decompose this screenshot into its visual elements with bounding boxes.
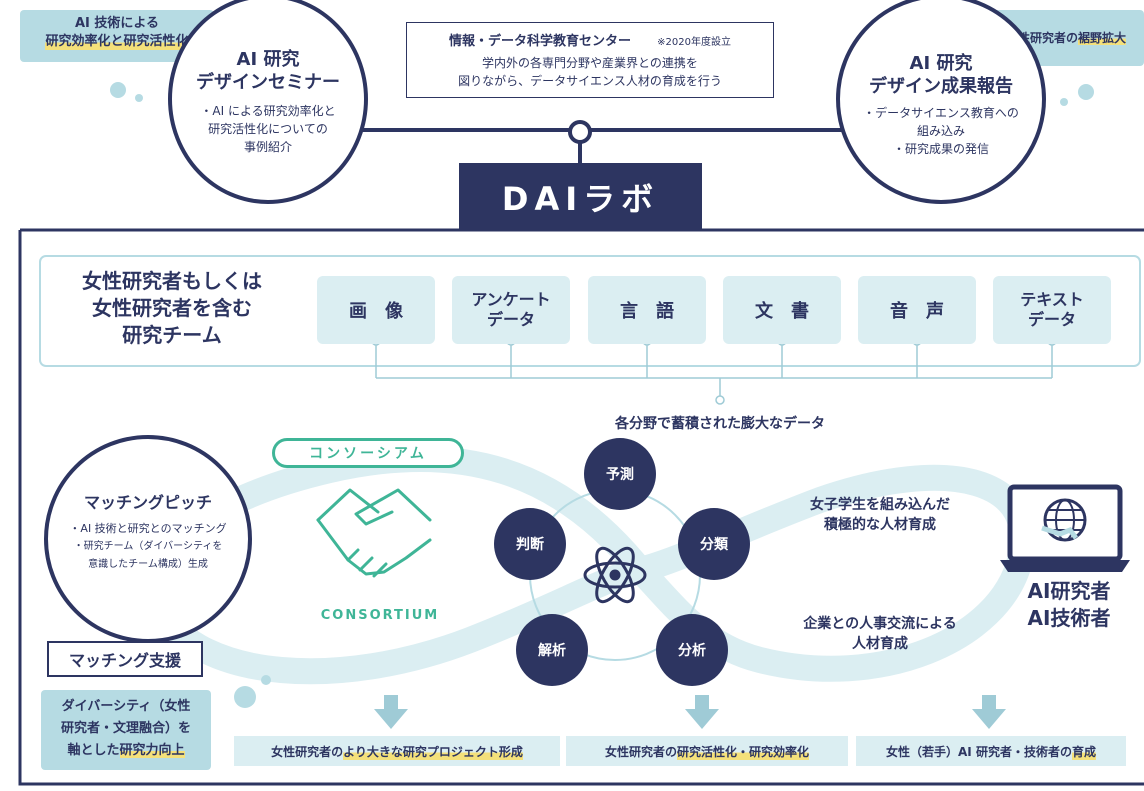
consortium-tag: コンソーシアム xyxy=(272,438,464,468)
laptop-globe-icon xyxy=(1000,484,1130,572)
center-box-line1: 学内外の各専門分野や産業界との連携を xyxy=(482,56,698,70)
consortium-logo-text: CONSORTIUM xyxy=(320,608,440,623)
matching-body-2: ・研究チーム（ダイバーシティを xyxy=(73,541,223,552)
diversity-line2: 研究者・文理融合）を xyxy=(60,721,191,736)
report-title-1: AI 研究 xyxy=(909,53,973,74)
category-text-data-label-2: データ xyxy=(1027,310,1076,329)
seminar-title-2: デザインセミナー xyxy=(196,72,340,93)
students-text: 女子学生を組み込んだ 積極的な人材育成 xyxy=(770,495,990,535)
report-body-2: 組み込み xyxy=(916,124,965,138)
node-analyze: 分析 xyxy=(656,614,728,686)
node-classify-label: 分類 xyxy=(700,537,728,553)
team-title: 女性研究者もしくは 女性研究者を含む 研究チーム xyxy=(52,268,292,349)
team-title-2: 女性研究者を含む xyxy=(92,296,252,320)
consortium-tag-label: コンソーシアム xyxy=(309,446,427,462)
diversity-line3-prefix: 軸とした xyxy=(67,743,120,758)
category-audio: 音 声 xyxy=(858,276,976,344)
atom-icon xyxy=(583,546,647,604)
data-label: 各分野で蓄積された膨大なデータ xyxy=(615,416,825,432)
matching-support-label: マッチング支援 xyxy=(68,651,181,670)
bubble-ai-efficiency-line1: AI 技術による xyxy=(74,16,160,31)
outcome-training-hl: 育成 xyxy=(1071,742,1096,760)
lab-banner: DAIラボ xyxy=(459,163,702,230)
researcher-label-2: AI技術者 xyxy=(1027,606,1111,630)
category-survey: アンケート データ xyxy=(452,276,570,344)
outcome-project-hl: より大きな研究プロジェクト形成 xyxy=(343,742,523,760)
outcome-activation: 女性研究者の研究活性化・研究効率化 xyxy=(566,736,848,766)
seminar-body-1: ・AI による研究効率化と xyxy=(200,104,336,118)
category-text-data-label-1: テキスト xyxy=(1020,290,1084,309)
node-predict: 予測 xyxy=(584,438,656,510)
outcome-training-pre: 女性（若手）AI 研究者・技術者の xyxy=(886,744,1072,759)
team-title-3: 研究チーム xyxy=(122,323,222,347)
report-body-3: ・研究成果の発信 xyxy=(892,142,989,156)
node-parse: 解析 xyxy=(516,614,588,686)
exchange-text-2: 人材育成 xyxy=(852,636,908,652)
lab-name: DAIラボ xyxy=(501,179,660,218)
node-judge: 判断 xyxy=(494,508,566,580)
diversity-line1: ダイバーシティ（女性 xyxy=(61,699,191,714)
category-text-data: テキスト データ xyxy=(993,276,1111,344)
matching-support-box: マッチング支援 xyxy=(47,641,203,677)
center-box-line2: 図りながら、データサイエンス人材の育成を行う xyxy=(458,74,722,88)
category-document: 文 書 xyxy=(723,276,841,344)
node-analyze-label: 分析 xyxy=(678,643,706,659)
students-text-1: 女子学生を組み込んだ xyxy=(810,497,950,513)
node-parse-label: 解析 xyxy=(538,643,566,659)
diversity-bubble: ダイバーシティ（女性 研究者・文理融合）を 軸とした研究力向上 xyxy=(41,690,211,770)
students-text-2: 積極的な人材育成 xyxy=(824,517,936,533)
outcome-activation-pre: 女性研究者の xyxy=(604,744,677,759)
node-predict-label: 予測 xyxy=(606,467,634,483)
outcome-project: 女性研究者のより大きな研究プロジェクト形成 xyxy=(234,736,560,766)
center-box: 情報・データ科学教育センター ※2020年度設立 学内外の各専門分野や産業界との… xyxy=(406,22,774,98)
matching-body-1: ・AI 技術と研究とのマッチング xyxy=(69,522,227,535)
researcher-label: AI研究者 AI技術者 xyxy=(1004,578,1134,632)
handshake-icon xyxy=(316,488,432,578)
matching-body-3: 意識したチーム構成）生成 xyxy=(88,559,208,570)
bubble-ai-efficiency-line2: 研究効率化と研究活性化 xyxy=(45,32,189,51)
bubble-women-base-highlight: 裾野拡大 xyxy=(1078,31,1127,45)
category-language: 言 語 xyxy=(588,276,706,344)
exchange-text-1: 企業との人事交流による xyxy=(803,616,957,632)
center-box-title: 情報・データ科学教育センター xyxy=(449,34,632,49)
researcher-label-1: AI研究者 xyxy=(1027,579,1111,603)
center-box-note: ※2020年度設立 xyxy=(657,37,731,48)
category-audio-label: 音 声 xyxy=(890,301,944,322)
team-title-1: 女性研究者もしくは xyxy=(82,269,262,293)
seminar-circle: AI 研究 デザインセミナー ・AI による研究効率化と 研究活性化についての … xyxy=(168,0,368,204)
category-survey-label-1: アンケート xyxy=(471,290,551,309)
report-body-1: ・データサイエンス教育への xyxy=(863,106,1019,120)
category-language-label: 言 語 xyxy=(620,301,674,322)
matching-title: マッチングピッチ xyxy=(83,493,212,512)
category-image: 画 像 xyxy=(317,276,435,344)
outcome-activation-hl: 研究活性化・研究効率化 xyxy=(677,742,810,760)
node-classify: 分類 xyxy=(678,508,750,580)
matching-circle: マッチングピッチ ・AI 技術と研究とのマッチング ・研究チーム（ダイバーシティ… xyxy=(44,435,252,643)
category-survey-label-2: データ xyxy=(486,310,535,329)
outcome-project-pre: 女性研究者の xyxy=(271,744,344,759)
node-judge-label: 判断 xyxy=(516,537,544,553)
report-circle: AI 研究 デザイン成果報告 ・データサイエンス教育への 組み込み ・研究成果の… xyxy=(836,0,1046,204)
diversity-line3-highlight: 研究力向上 xyxy=(119,743,185,758)
seminar-title-1: AI 研究 xyxy=(236,49,300,70)
category-document-label: 文 書 xyxy=(755,301,809,322)
outcome-training: 女性（若手）AI 研究者・技術者の育成 xyxy=(856,736,1126,766)
exchange-text: 企業との人事交流による 人材育成 xyxy=(770,614,990,654)
seminar-body-3: 事例紹介 xyxy=(243,140,292,154)
seminar-body-2: 研究活性化についての xyxy=(208,122,328,136)
report-title-2: デザイン成果報告 xyxy=(869,76,1013,97)
category-image-label: 画 像 xyxy=(349,301,403,322)
